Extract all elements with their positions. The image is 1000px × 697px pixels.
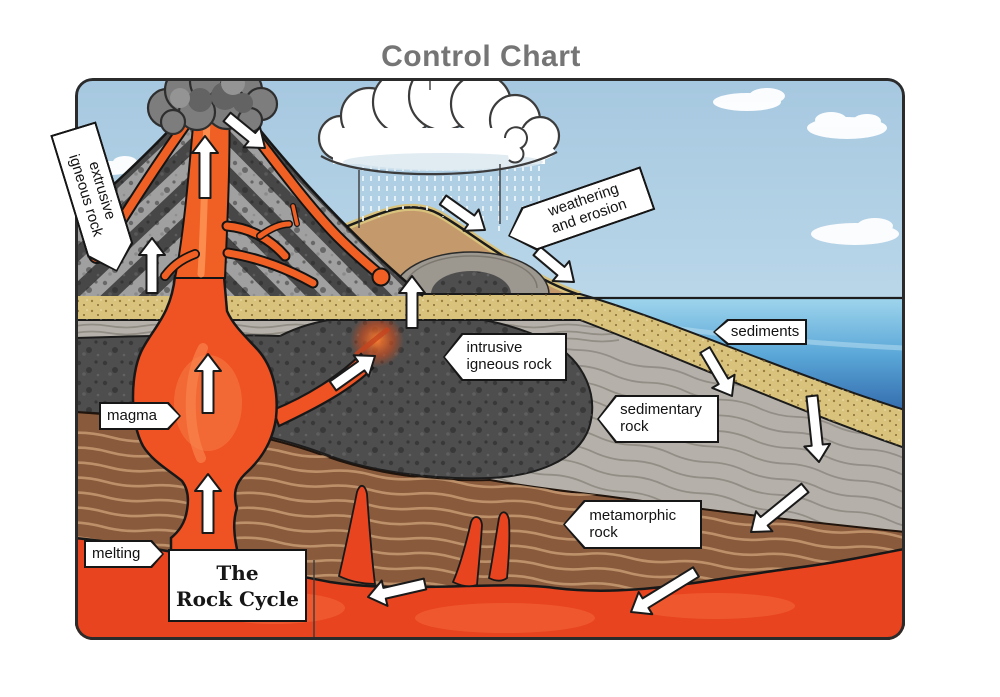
label-pointer-fill — [565, 502, 700, 547]
label-pointer-fill — [715, 321, 805, 343]
magma-finger — [487, 511, 511, 582]
flow-arrows — [138, 111, 832, 616]
sand-layer — [75, 293, 905, 450]
magma-finger — [337, 484, 377, 585]
label-sedimentary-rock: sedimentary rock — [597, 395, 719, 443]
rock-cycle-title-text: The Rock Cycle — [176, 560, 299, 611]
label-pointer-fill — [445, 335, 565, 379]
rain-streaks — [362, 166, 540, 236]
flow-arrow — [699, 346, 736, 397]
flow-arrow — [803, 394, 832, 463]
flow-arrow — [367, 577, 428, 607]
flow-arrow — [328, 354, 376, 392]
label-pointer-fill — [86, 542, 162, 566]
cloud-curl — [504, 126, 528, 164]
flow-arrow — [532, 245, 575, 283]
flow-arrow — [194, 473, 222, 534]
label-pointer-fill — [599, 397, 717, 441]
magma-finger — [451, 516, 483, 588]
page-title: Control Chart — [381, 40, 581, 73]
label-pointer-fill — [101, 404, 179, 428]
background-clouds — [88, 88, 899, 245]
rock-cycle-title-box: The Rock Cycle — [168, 549, 307, 622]
smoke-plume — [146, 78, 279, 136]
label-magma: magma — [99, 402, 181, 430]
flow-arrow — [194, 353, 222, 414]
flow-arrow — [630, 566, 700, 616]
flow-arrow — [191, 135, 219, 199]
flow-arrow — [398, 275, 426, 329]
label-melting: melting — [84, 540, 164, 568]
frame-border — [75, 78, 905, 640]
label-metamorphic-rock: metamorphic rock — [563, 500, 702, 549]
flow-arrow — [222, 111, 266, 149]
flow-arrow — [438, 194, 486, 232]
label-sediments: sediments — [713, 319, 807, 345]
rain-cloud — [317, 78, 561, 176]
flow-arrow — [138, 237, 166, 294]
flow-arrow — [750, 482, 810, 533]
label-intrusive-igneous-rock: intrusive igneous rock — [443, 333, 567, 381]
